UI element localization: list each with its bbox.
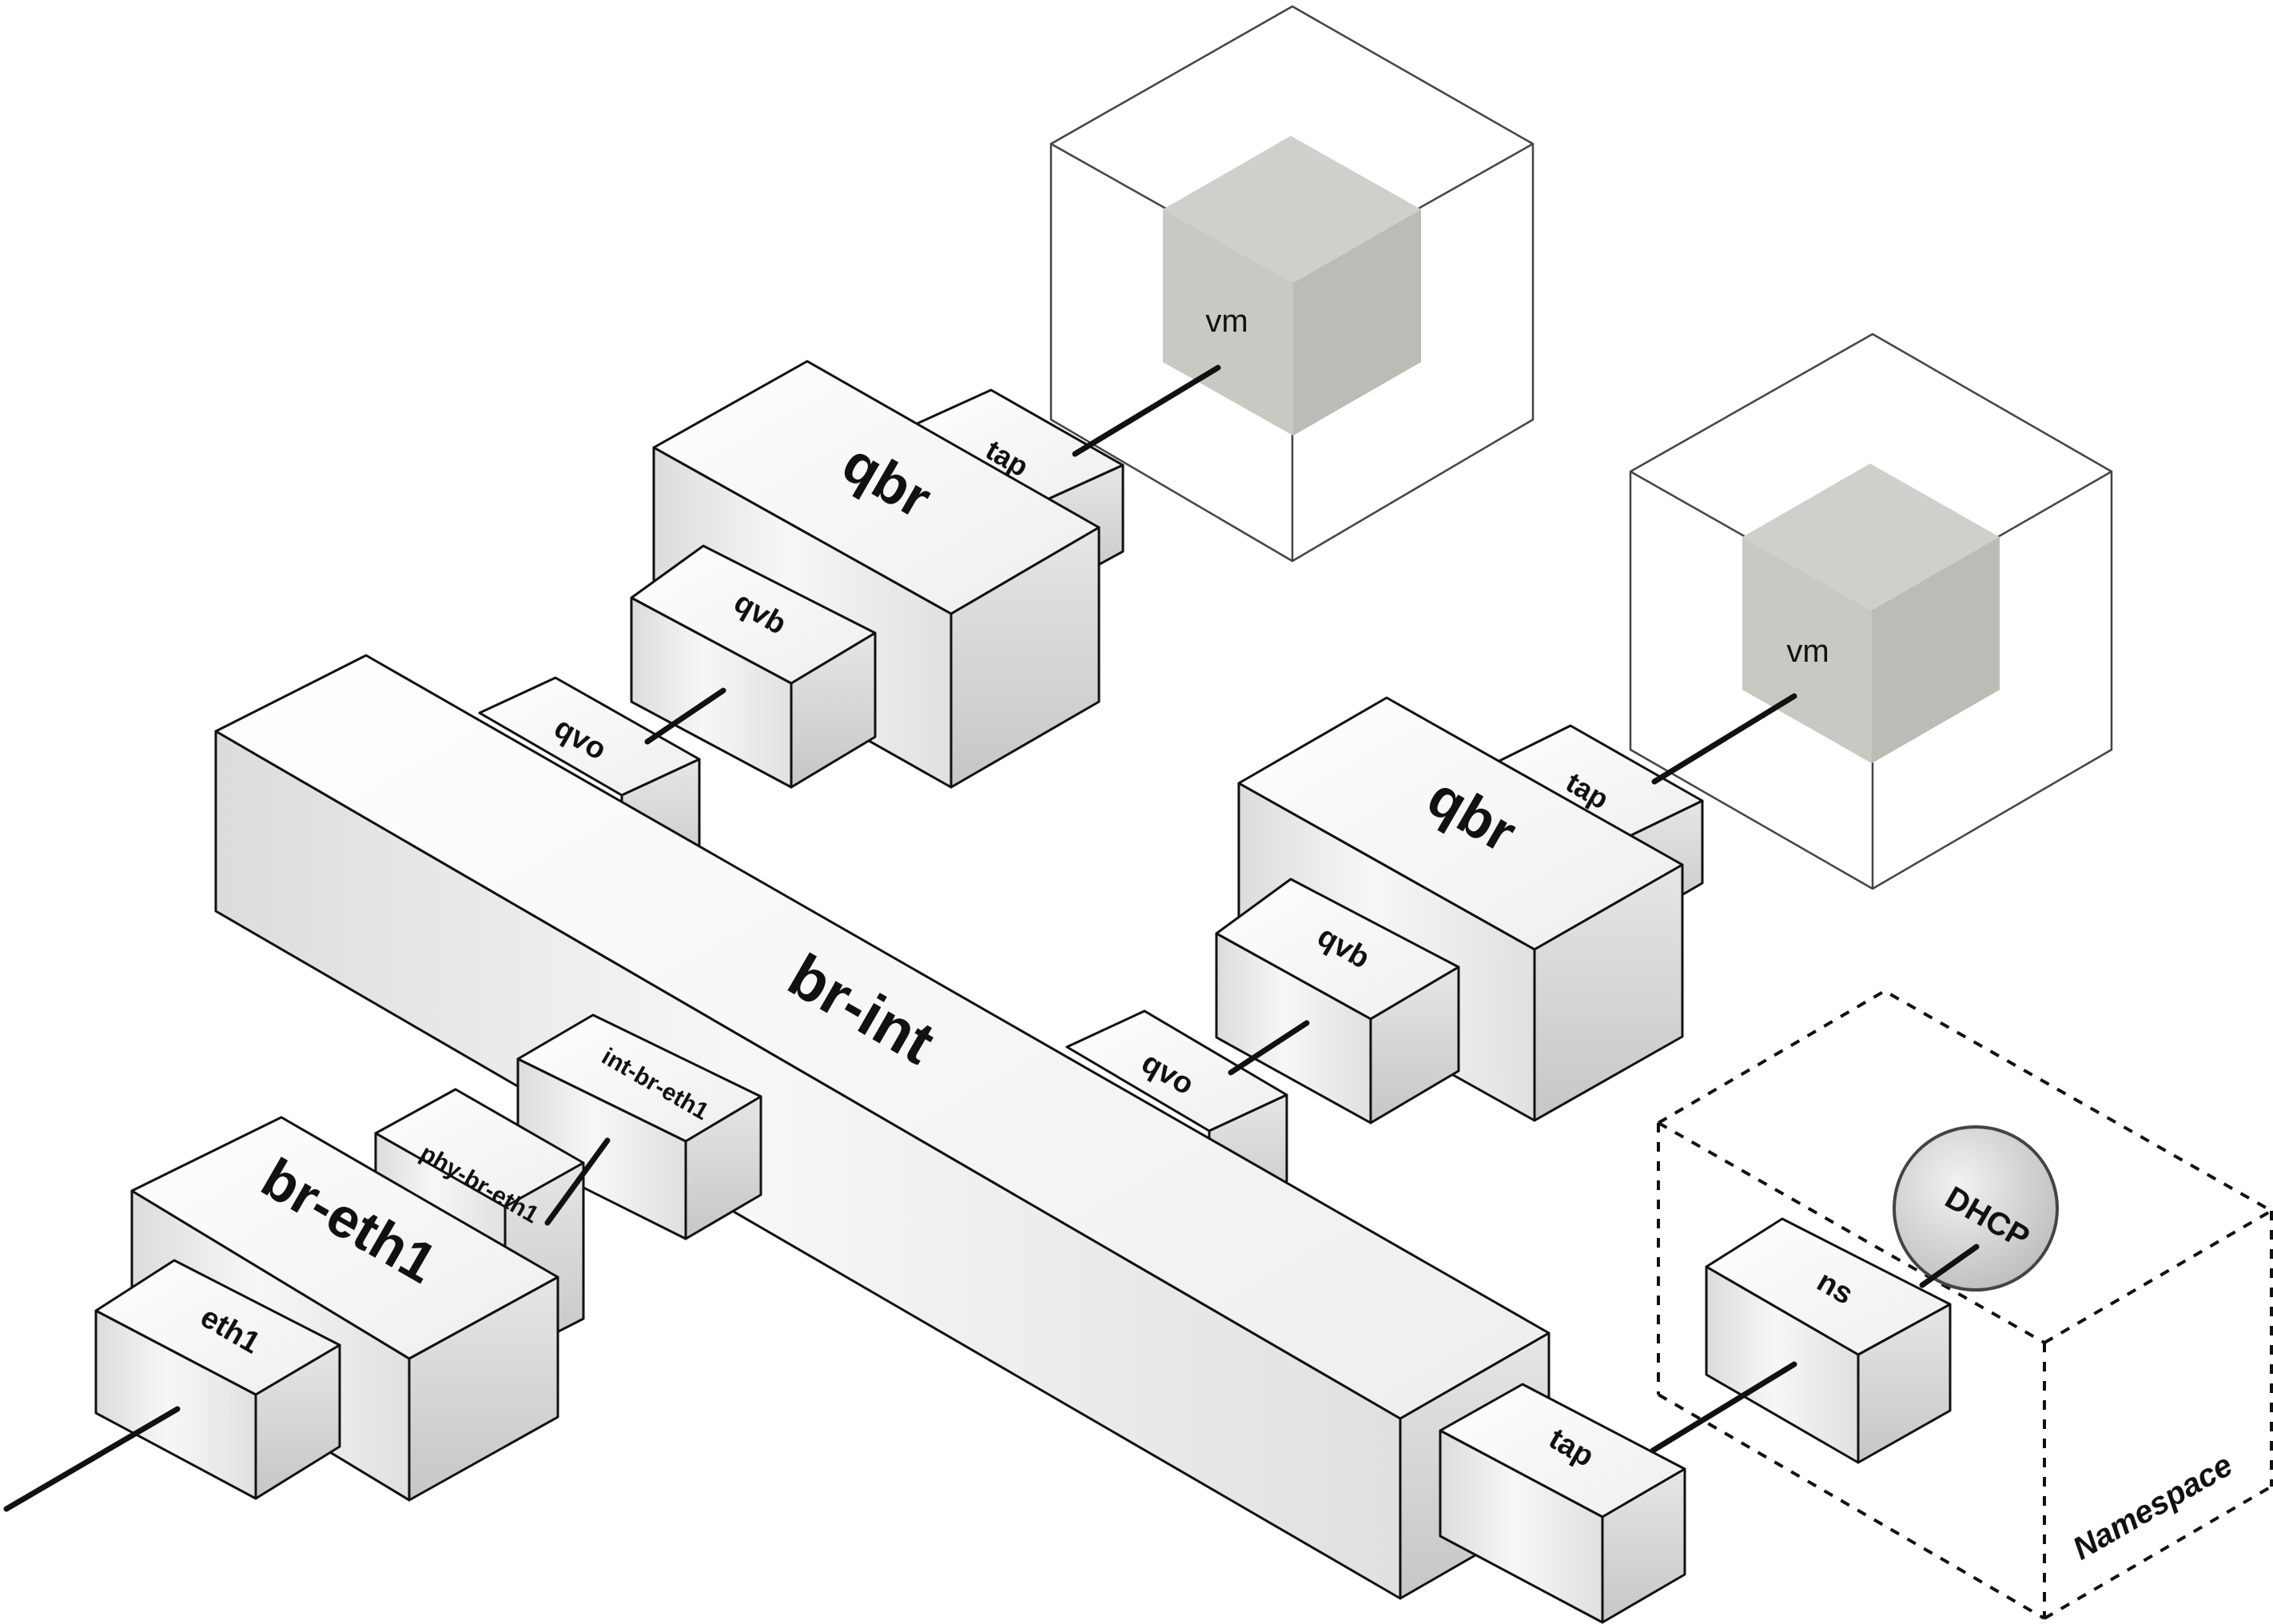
wire-phy-int — [544, 1137, 611, 1226]
dhcp-circle — [1893, 1125, 2059, 1292]
tap-port-3 — [1439, 1383, 1686, 1624]
wire-qvo-qvb-2 — [1228, 1020, 1310, 1076]
wire-tap-vm-2 — [1651, 693, 1797, 785]
wire-eth1-external — [3, 1406, 181, 1512]
qvb-port-2 — [1215, 878, 1460, 1124]
vm-cube-2 — [1742, 464, 2000, 763]
ns-port — [1705, 1217, 1952, 1464]
vm-cube-1 — [1163, 136, 1421, 436]
qvb-port-1 — [630, 544, 877, 789]
wire-tap-vm-1 — [1072, 364, 1221, 457]
vm-label-2: vm — [1786, 634, 1829, 669]
namespace-box — [1657, 989, 2273, 1620]
wire-tap-ns — [1650, 1361, 1797, 1454]
namespace-label: Namespace — [2067, 1447, 2239, 1566]
wire-ns-dhcp — [1919, 1244, 1980, 1288]
wire-qvo-qvb-1 — [644, 687, 726, 745]
vm-label-1: vm — [1205, 304, 1248, 339]
eth1-port — [94, 1259, 341, 1500]
